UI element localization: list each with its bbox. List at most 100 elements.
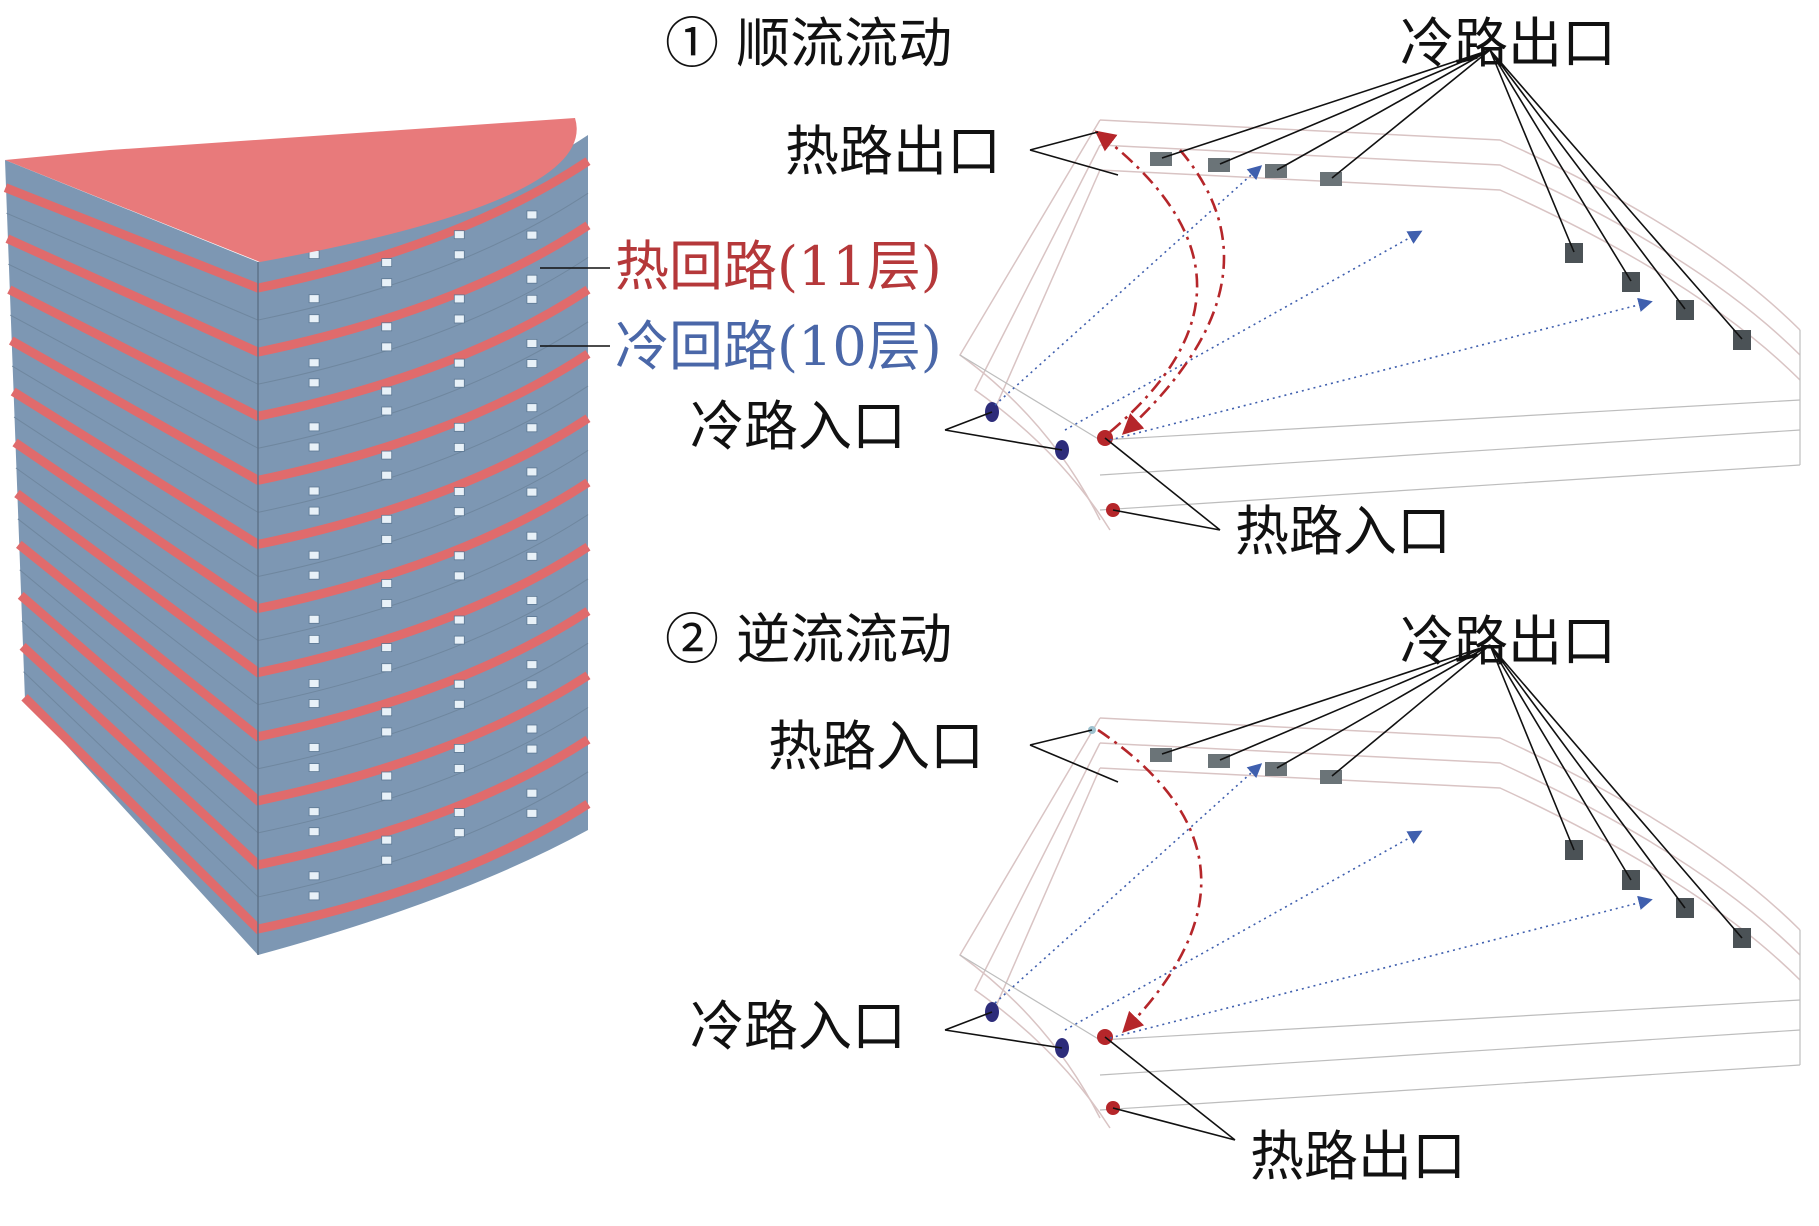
stack-port-square (381, 791, 393, 801)
stack-port-square (526, 531, 538, 541)
stack-port-square (381, 855, 393, 865)
panel1-leaders (944, 49, 1743, 531)
cold-flow-arrow (1064, 830, 1423, 1031)
stack-port-square (453, 294, 465, 304)
cold-outlet-port (1622, 272, 1640, 292)
stack-port-square (453, 679, 465, 689)
stack-port-square (381, 727, 393, 737)
panel-parallel-flow: ① 顺流流动 (665, 12, 1801, 563)
cold-layer (13, 416, 589, 577)
stack-port-square (308, 314, 320, 324)
stack-port-square (526, 788, 538, 798)
cold-outlet-port (1208, 158, 1230, 172)
stack-port-square (308, 743, 320, 752)
stack-port-square (526, 596, 538, 605)
panel2-hot-outlet-label: 热路出口 (1250, 1125, 1466, 1188)
stack-port-square (381, 470, 393, 480)
stack-port-square (308, 358, 320, 368)
stack-layers (3, 157, 591, 934)
stack-port-square (308, 699, 320, 708)
stack-port-square (308, 763, 320, 772)
stack-port-square (453, 507, 465, 517)
stack-port-square (453, 808, 465, 817)
stack-port-square (526, 294, 538, 304)
stack-port-square (526, 680, 538, 690)
stack-port-square (381, 599, 393, 608)
hot-layer (19, 643, 591, 870)
stack-port-square (308, 871, 320, 881)
stack-port-square (381, 707, 393, 717)
hot-loop-label: 热回路(11层) (615, 235, 942, 298)
hot-layer (7, 285, 591, 421)
panel1-cold-outlets (1150, 152, 1751, 350)
stack-port-square (526, 359, 538, 369)
panel2-cold-outlet-label: 冷路出口 (1400, 610, 1616, 673)
stack-port-square (381, 406, 393, 416)
cold-outlet-port (1150, 748, 1172, 762)
panel2-title: ② 逆流流动 (665, 608, 952, 671)
stack-port-square (453, 378, 465, 388)
hot-layer (8, 336, 591, 486)
cold-outlet-port (1320, 770, 1342, 784)
stack-port-square (526, 338, 538, 348)
panel2-leaders (944, 644, 1743, 1141)
stack-port-square (453, 635, 465, 645)
hot-layer (5, 221, 591, 357)
stack-port-square (381, 514, 393, 524)
panel1-title: ① 顺流流动 (665, 12, 952, 75)
stack-port-square (381, 663, 393, 673)
stack-port-square (381, 835, 393, 845)
stack-port-square (526, 487, 538, 497)
cold-layer (21, 620, 589, 834)
stack-port-square (526, 616, 538, 625)
stack-port-square (526, 210, 538, 220)
stack-port-square (308, 442, 320, 452)
cold-outlet-port (1150, 152, 1172, 166)
panel1-hot-inlet-label: 热路入口 (1235, 500, 1451, 563)
stack-port-square (308, 570, 320, 580)
stack-port-square (526, 660, 538, 670)
cold-layer (17, 518, 589, 706)
stack-port-square (381, 643, 393, 652)
hot-layer (12, 438, 591, 614)
hot-flow-arrow (1121, 149, 1226, 435)
cold-flow-arrow (994, 763, 1263, 1004)
hot-layer (17, 591, 591, 806)
stack-port-square (453, 358, 465, 368)
stack-port-square (381, 535, 393, 544)
stack-port-square (453, 250, 465, 260)
panel2-hot-inlet-label: 热路入口 (768, 715, 984, 778)
stack-port-square (453, 571, 465, 581)
cold-layer (15, 467, 589, 642)
cold-layer (10, 314, 589, 449)
stack-port-square (308, 294, 320, 304)
hot-layer (3, 157, 591, 293)
cold-outlet-port (1208, 754, 1230, 768)
stack-port-square (308, 891, 320, 901)
hot-flow-arrow (1097, 728, 1203, 1033)
cold-loop-label: 冷回路(10层) (615, 315, 942, 378)
stack-port-square (453, 764, 465, 773)
layered-stack: 热回路(11层) 冷回路(10层) (3, 118, 942, 955)
stack-port-square (526, 230, 538, 240)
panel1-channel-frame (959, 119, 1801, 531)
stack-port-square (308, 422, 320, 432)
cold-layer (8, 257, 589, 385)
stack-port-square (453, 442, 465, 452)
hot-layer (21, 694, 591, 934)
stack-port-square (381, 342, 393, 352)
stack-port-square (453, 230, 465, 240)
stack-port-square (526, 423, 538, 433)
hot-layer (14, 489, 591, 678)
stack-port-square (526, 467, 538, 477)
stack-port-square (453, 422, 465, 432)
stack-port-square (381, 258, 393, 268)
stack-port-square (381, 579, 393, 588)
stack-port-square (308, 506, 320, 516)
stack-port-square (308, 807, 320, 817)
panel1-cold-inlet-label: 冷路入口 (690, 395, 906, 458)
stack-port-square (381, 278, 393, 288)
panel1-hot-outlet-label: 热路出口 (785, 120, 1001, 183)
cold-outlet-port (1733, 330, 1751, 350)
stack-port-square (308, 679, 320, 688)
